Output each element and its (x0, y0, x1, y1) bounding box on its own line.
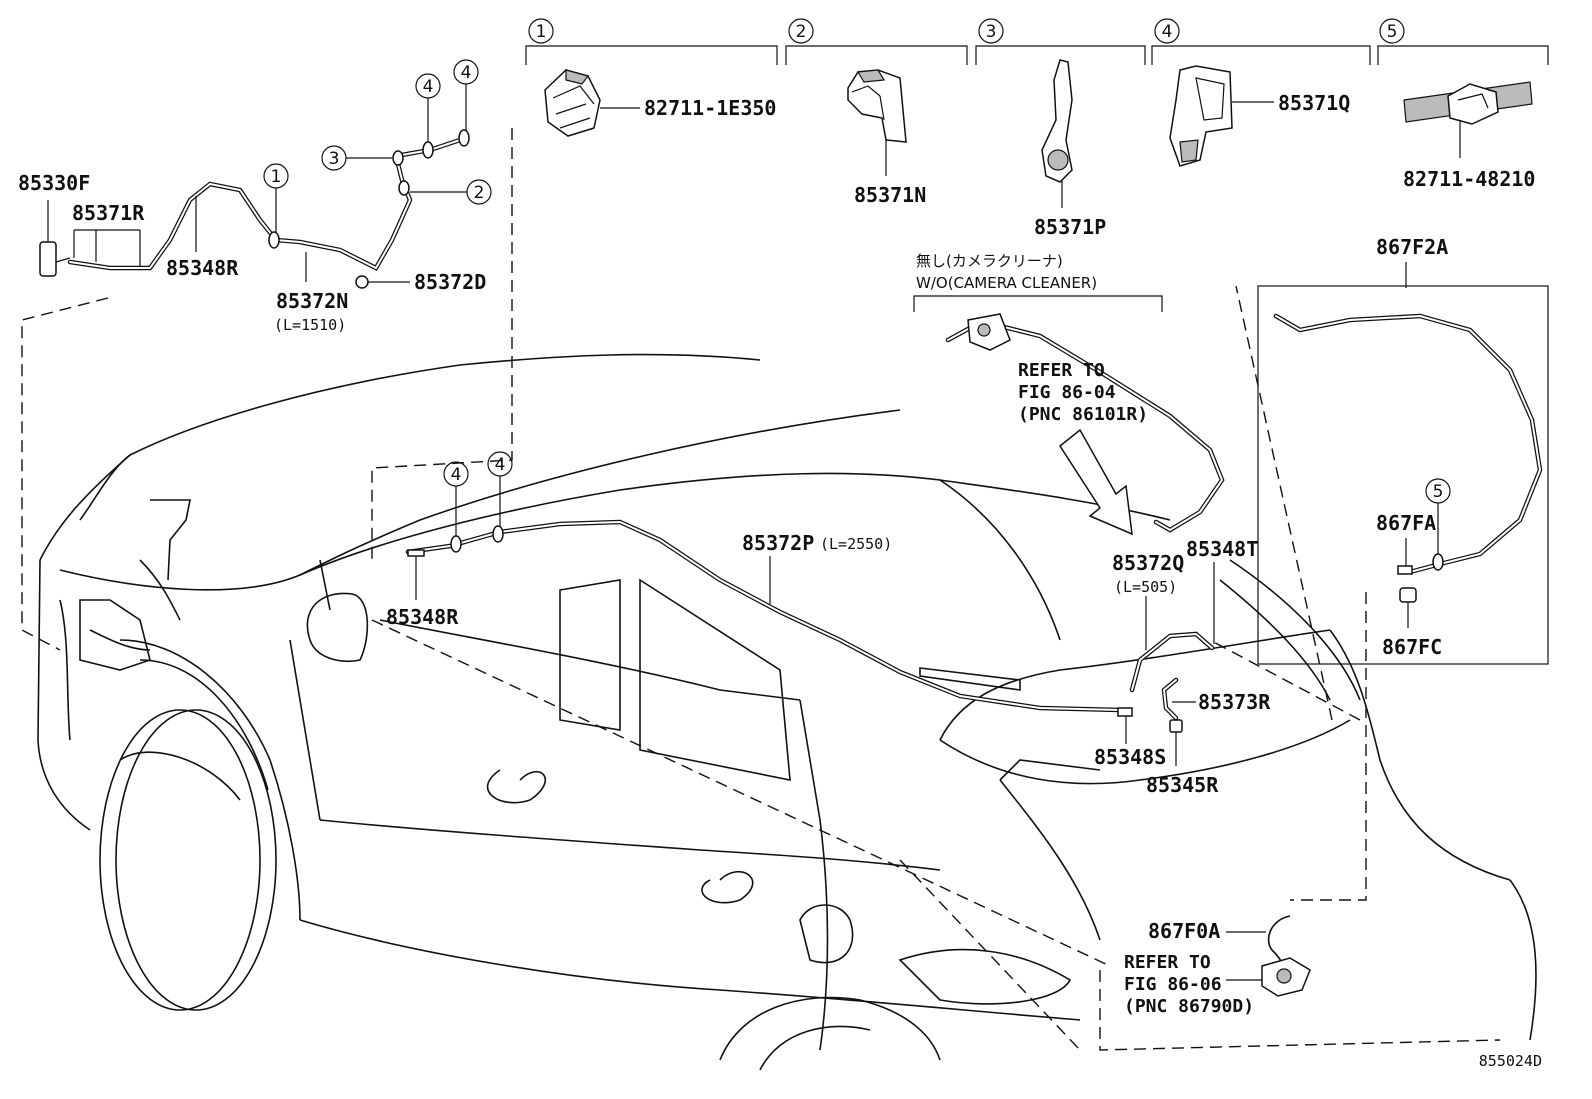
clamp-4-marker-b (458, 129, 470, 147)
part-85372N: 85372N (276, 289, 348, 313)
dashed-reference-lines (21, 128, 1501, 1051)
part-85348R-a: 85348R (166, 256, 239, 280)
bracket-85371P-drawing (1041, 59, 1073, 183)
ref2-line2: FIG 86-06 (1124, 974, 1222, 995)
ref1-line3: (PNC 86101R) (1018, 404, 1148, 425)
ref1-line1: REFER TO (1018, 360, 1105, 381)
svg-text:5: 5 (1387, 22, 1398, 42)
group-3-number: 3 (978, 18, 1004, 44)
front-washer-components (79, 499, 191, 671)
clip-82711-1E350-drawing (544, 69, 601, 137)
callout-4b: 4 (453, 59, 479, 130)
callout-4d: 4 (487, 451, 513, 526)
clip-85372D-drawing (355, 275, 410, 289)
part-85371P: 85371P (1034, 215, 1106, 239)
camera-hose-drawing (1273, 313, 1543, 603)
clamp-85371N-drawing (847, 69, 907, 143)
length-85372P: (L=2550) (820, 535, 892, 553)
part-85330F: 85330F (18, 171, 90, 195)
callout-5: 5 (1425, 478, 1451, 554)
part-85348R-b: 85348R (386, 605, 459, 629)
part-85373R: 85373R (1198, 690, 1271, 714)
svg-text:5: 5 (1433, 482, 1444, 502)
svg-text:4: 4 (1162, 22, 1173, 42)
callout-2: 2 (410, 179, 492, 205)
part-85371Q: 85371Q (1278, 91, 1350, 115)
camera-note-bracket (913, 295, 1163, 312)
connector-85348R-b-drawing (407, 549, 425, 600)
clamp-2-marker (398, 180, 410, 196)
nozzle-85345R-drawing (1169, 719, 1183, 766)
part-85372D: 85372D (414, 270, 486, 294)
part-82711-1E350: 82711-1E350 (644, 96, 776, 120)
svg-text:3: 3 (986, 22, 997, 42)
clamp-4-marker-c (450, 535, 462, 553)
leader-85371R (73, 229, 141, 270)
clip-82711-48210-drawing (1403, 81, 1533, 125)
clamp-4-marker-a (422, 141, 434, 159)
part-82711-48210: 82711-48210 (1403, 167, 1535, 191)
ref2-line1: REFER TO (1124, 952, 1211, 973)
callout-4c: 4 (443, 461, 469, 536)
part-85348T: 85348T (1186, 537, 1258, 561)
svg-text:2: 2 (474, 183, 485, 203)
callout-4a: 4 (415, 73, 441, 142)
clamp-3-marker (392, 150, 404, 166)
callout-3: 3 (321, 145, 392, 171)
part-867FA: 867FA (1376, 511, 1436, 535)
clamp-1-marker (268, 231, 280, 249)
svg-text:4: 4 (495, 455, 506, 475)
part-867FC: 867FC (1382, 635, 1442, 659)
connector-85348S-drawing (1117, 707, 1133, 744)
rear-camera-drawing (1261, 915, 1311, 997)
part-85371N: 85371N (854, 183, 926, 207)
part-85348S: 85348S (1094, 745, 1166, 769)
ref2-line3: (PNC 86790D) (1124, 996, 1254, 1017)
part-867F2A: 867F2A (1376, 235, 1448, 259)
check-valve-85330F-drawing (39, 200, 71, 277)
camera-hose-box (1257, 285, 1549, 665)
svg-text:1: 1 (271, 167, 282, 187)
part-85371R: 85371R (72, 201, 145, 225)
svg-text:1: 1 (536, 22, 547, 42)
callout-1: 1 (263, 163, 289, 232)
ref1-line2: FIG 86-04 (1018, 382, 1116, 403)
camera-note-en: W/O(CAMERA CLEANER) (916, 274, 1097, 292)
camera-note-jp: 無し(カメラクリーナ) (916, 252, 1063, 270)
clamp-4-marker-d (492, 525, 504, 543)
part-85372P: 85372P (742, 531, 814, 555)
arrow-pointer (1059, 428, 1133, 536)
svg-text:4: 4 (461, 63, 472, 83)
group-5-number: 5 (1379, 18, 1405, 44)
part-85345R: 85345R (1146, 773, 1219, 797)
part-867F0A: 867F0A (1148, 919, 1220, 943)
wo-camera-hose-drawing (945, 313, 1225, 533)
svg-text:2: 2 (796, 22, 807, 42)
vehicle-body-outline (37, 353, 1537, 1071)
group-2-number: 2 (788, 18, 814, 44)
svg-text:3: 3 (329, 149, 340, 169)
svg-text:4: 4 (423, 77, 434, 97)
svg-text:4: 4 (451, 465, 462, 485)
part-85372Q: 85372Q (1112, 551, 1184, 575)
figure-id: 855024D (1479, 1052, 1542, 1070)
bracket-85371Q-drawing (1169, 65, 1233, 167)
group-4-number: 4 (1154, 18, 1180, 44)
group-1-number: 1 (528, 18, 554, 44)
length-85372Q: (L=505) (1114, 578, 1177, 596)
group-brackets (525, 45, 1549, 65)
length-85372N: (L=1510) (274, 316, 346, 334)
